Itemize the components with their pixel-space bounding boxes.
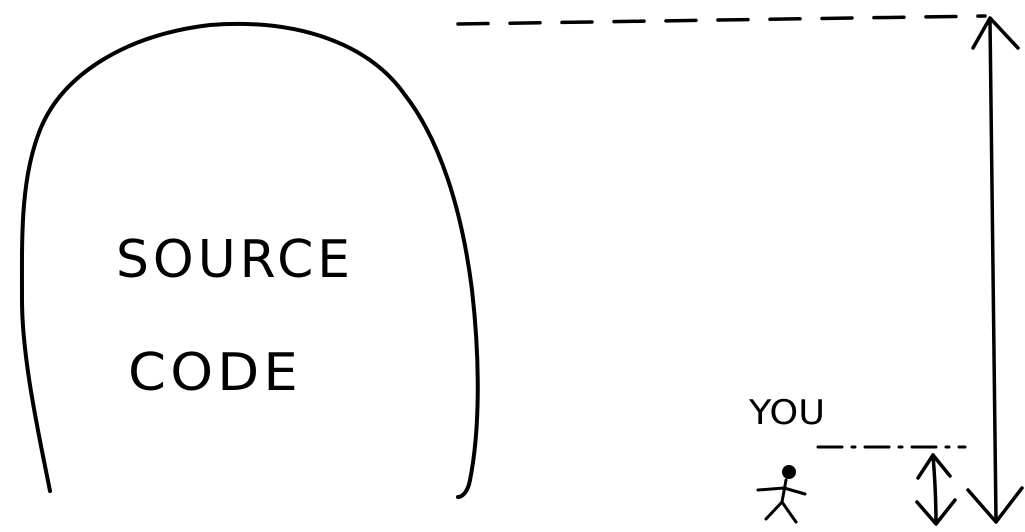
tall-arrow-top-head [971, 16, 1020, 50]
stick-figure [756, 465, 807, 524]
short-arrow-top-head [916, 453, 952, 480]
short-double-arrow [915, 453, 957, 526]
stick-figure-body [780, 478, 788, 504]
tall-double-arrow [966, 16, 1024, 524]
source-code-label-line1: SOURCE [116, 230, 354, 290]
short-arrow-bottom-head [915, 498, 957, 526]
stick-figure-arms [756, 486, 807, 496]
source-code-mound [19, 21, 480, 499]
you-label: YOU [748, 393, 825, 433]
tall-arrow-bottom-head [966, 486, 1024, 524]
source-code-label-line2: CODE [128, 343, 302, 403]
stick-figure-legs [764, 500, 798, 524]
stick-figure-head [782, 465, 796, 479]
top-dashed-line [456, 14, 987, 26]
